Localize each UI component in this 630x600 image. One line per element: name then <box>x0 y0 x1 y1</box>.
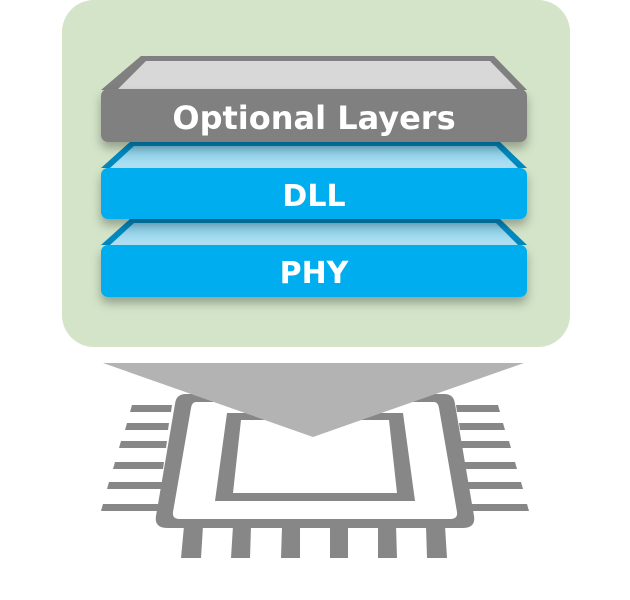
layer-label-phy: PHY <box>280 256 350 291</box>
down-arrow <box>103 363 524 437</box>
layer-phy: PHY <box>101 219 527 297</box>
layer-label-optional: Optional Layers <box>172 99 455 137</box>
chip-icon <box>101 394 529 558</box>
layer-label-dll: DLL <box>282 179 345 214</box>
layer-optional: Optional Layers <box>101 56 527 142</box>
layer-dll: DLL <box>101 142 527 219</box>
